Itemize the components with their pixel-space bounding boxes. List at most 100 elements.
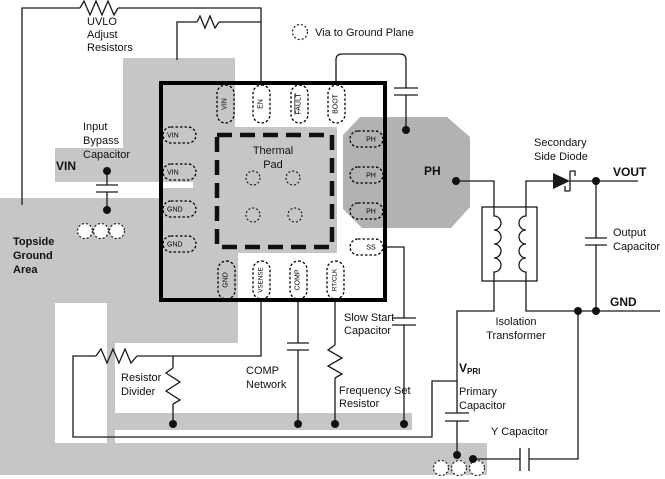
output-capacitor <box>585 181 607 311</box>
uvlo-ground-wire <box>21 7 80 205</box>
junction-dot <box>103 206 111 214</box>
label-line: COMP <box>246 365 279 377</box>
label-line: Secondary <box>534 137 587 149</box>
via-icon <box>76 222 94 240</box>
transformer-box <box>481 206 538 282</box>
label-line: Resistor <box>121 372 162 384</box>
feedback-resistor <box>95 347 138 365</box>
via-icon <box>432 459 450 477</box>
junction-dot <box>592 177 600 185</box>
junction-dot <box>169 420 177 428</box>
uvlo-adjust-resistors-label: UVLO Adjust Resistors <box>87 16 133 55</box>
vpri-base: V <box>459 361 468 375</box>
label-line: Frequency Set <box>339 385 411 397</box>
pad-ph2 <box>349 166 384 184</box>
ic-pad-labels: VIN EN FAULT BOOT VIN VIN GND GND PH PH … <box>167 93 376 293</box>
thermal-pad-label: Thermal Pad <box>233 144 313 172</box>
junction-dots <box>103 126 600 463</box>
via-icon <box>245 207 261 223</box>
thermal-pad-outline <box>214 132 335 250</box>
pad-ss <box>349 238 384 256</box>
junction-dot <box>103 167 111 175</box>
via-icon <box>450 459 468 477</box>
uvlo-en-wire <box>118 7 262 85</box>
vsense-wire <box>137 301 262 357</box>
label-line: Adjust <box>87 29 118 41</box>
pad-fault <box>290 84 309 124</box>
pad-en <box>252 84 271 124</box>
label-line: Capacitor <box>344 325 392 337</box>
output-capacitor-label: Output Capacitor <box>613 226 660 254</box>
via-icon <box>468 459 486 477</box>
pad-vin-top <box>216 84 235 124</box>
label-line: Ground <box>13 250 53 262</box>
ph-net-label: PH <box>424 164 441 178</box>
junction-dot <box>574 307 582 315</box>
junction-dot <box>469 455 477 463</box>
label-line: Transformer <box>486 330 546 342</box>
topside-ground-pour <box>0 198 163 303</box>
junction-dot <box>294 420 302 428</box>
pad-gnd-left1 <box>162 200 197 218</box>
comp-capacitor <box>287 301 309 424</box>
frequency-set-resistor <box>326 344 344 379</box>
label-line: Slow Start <box>344 312 395 324</box>
label-line: Topside <box>13 236 55 248</box>
wires <box>21 0 660 471</box>
junction-dot <box>331 420 339 428</box>
pad-gnd-bottom <box>217 260 236 300</box>
label-line: Primary <box>459 386 497 398</box>
pad-rtclk <box>326 260 345 300</box>
slow-start-capacitor <box>383 246 416 424</box>
pin-label-vin-left1: VIN <box>167 133 179 140</box>
ground-pour-band <box>107 303 238 343</box>
pad-vin-left2 <box>162 163 197 181</box>
frequency-set-resistor-label: Frequency Set Resistor <box>339 385 411 411</box>
topside-ground-area-label: Topside Ground Area <box>13 235 54 277</box>
via-icon <box>92 222 110 240</box>
pad-ph3 <box>349 202 384 220</box>
pin-label-rtclk: RT/CLK <box>332 268 339 291</box>
vout-net-label: VOUT <box>613 165 647 179</box>
pin-label-boot: BOOT <box>333 93 340 114</box>
label-line: Area <box>13 264 38 276</box>
thermal-vias <box>245 170 303 223</box>
primary-capacitor-label: Primary Capacitor <box>459 385 506 413</box>
label-line: Resistors <box>87 42 133 54</box>
primary-winding-net <box>445 180 502 455</box>
via-icon <box>285 170 301 186</box>
vpri-subscript: PRI <box>467 367 481 376</box>
input-bypass-capacitor <box>96 171 118 210</box>
pad-vin-left1 <box>162 126 197 144</box>
ground-pour-sliver <box>107 343 115 443</box>
analog-ground-island <box>113 413 412 430</box>
uvlo-resistor-2 <box>196 14 220 30</box>
label-line: UVLO <box>87 16 117 28</box>
diode-anode-triangle <box>553 173 570 189</box>
ground-vias <box>76 23 486 477</box>
uvlo-vin-wire <box>176 21 197 60</box>
junction-dot <box>453 451 461 459</box>
label-line: Input <box>83 121 108 133</box>
vpri-net-label: VPRI <box>459 361 480 379</box>
ground-pour-bottom-strip <box>0 443 487 475</box>
label-line: Isolation <box>495 316 537 328</box>
junction-dot <box>400 420 408 428</box>
label-line: Pad <box>263 159 283 171</box>
pin-label-fault: FAULT <box>296 93 303 115</box>
junction-dot <box>452 177 460 185</box>
junction-dot <box>402 126 410 134</box>
pin-label-ph2: PH <box>366 173 376 180</box>
divider-resistor <box>164 367 182 405</box>
label-line: Bypass <box>83 135 120 147</box>
via-legend-label: Via to Ground Plane <box>315 27 414 39</box>
vin-net-label: VIN <box>56 159 77 173</box>
via-icon <box>245 170 261 186</box>
comp-network-label: COMP Network <box>246 364 286 392</box>
pad-boot <box>327 84 346 124</box>
pin-label-gnd-bottom: GND <box>223 272 230 288</box>
pad-vsense <box>252 260 271 300</box>
feedback-loop-wire <box>72 355 457 438</box>
